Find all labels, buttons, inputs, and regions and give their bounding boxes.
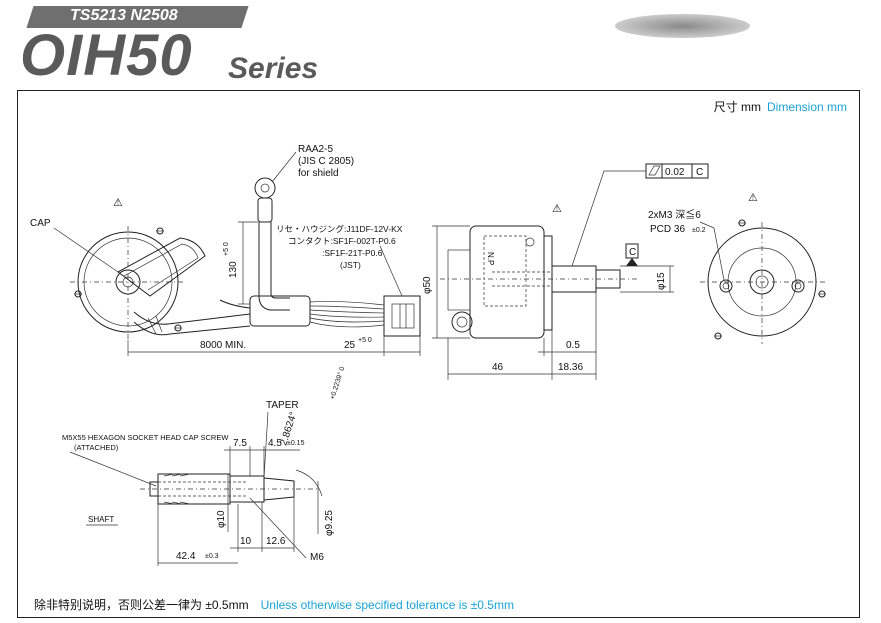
decorative-oval <box>615 14 750 38</box>
terminal-line-2: (JIS C 2805) <box>298 156 354 167</box>
pcd-tol: ±0.2 <box>692 227 706 234</box>
screw-spec: 2xM3 深≦6 <box>648 208 701 221</box>
flange-view: ⚠ 2xM3 深≦6 PCD 36 ±0.2 <box>648 192 826 344</box>
terminal-line-1: RAA2-5 <box>298 144 333 155</box>
dimension-unit-cn: 尺寸 mm <box>713 100 761 114</box>
dim-18-36: 18.36 <box>558 362 583 373</box>
cap-label: CAP <box>30 218 51 229</box>
screw-attached: (ATTACHED) <box>74 443 119 452</box>
cable-height-tol: +5 0 <box>223 242 230 256</box>
terminal-line-3: for shield <box>298 168 339 179</box>
flatness-value: 0.02 <box>665 167 685 178</box>
connector-contact-2: :SF1F-21T-P0.6 <box>322 248 383 258</box>
warning-icon-3: ⚠ <box>748 192 758 204</box>
left-motor-view: CAP ⚠ <box>30 197 251 340</box>
tolerance-note: 除非特别说明，否则公差一律为 ±0.5mm Unless otherwise sp… <box>34 596 514 613</box>
series-name: OIH50 <box>20 23 193 88</box>
dimension-unit: 尺寸 mm Dimension mm <box>714 98 847 115</box>
connector-contact-1: コンタクト:SF1F-002T-P0.6 <box>288 236 396 246</box>
taper-angle-tol: +0.2239° 0 <box>328 366 346 401</box>
side-view: ⚠ N.P φ50 φ15 C 0.02 C <box>422 163 709 380</box>
dim-4-5-tol: ±0.15 <box>287 440 305 447</box>
tolerance-note-en: Unless otherwise specified tolerance is … <box>260 598 514 612</box>
dim-phi10: φ10 <box>216 510 227 528</box>
flatness-datum: C <box>696 167 703 178</box>
product-code: TS5213 N2508 <box>70 7 178 24</box>
dim-7-5: 7.5 <box>233 438 247 449</box>
lead-length-dim: 25 <box>344 340 356 351</box>
dim-42-4: 42.4 <box>176 551 196 562</box>
taper-label: TAPER <box>266 400 299 411</box>
drawing-frame <box>17 90 860 618</box>
warning-icon-2: ⚠ <box>552 203 562 215</box>
shaft-diameter-dim: φ15 <box>656 272 667 290</box>
tolerance-note-cn: 除非特别说明，否则公差一律为 ±0.5mm <box>34 598 249 612</box>
nameplate: N.P <box>486 252 495 265</box>
shaft-view: M5X55 HEXAGON SOCKET HEAD CAP SCREW (ATT… <box>62 366 346 566</box>
dim-0-5: 0.5 <box>566 340 580 351</box>
dim-12-6: 12.6 <box>266 536 286 547</box>
pcd-label: PCD 36 <box>650 224 685 235</box>
dim-46: 46 <box>492 362 504 373</box>
dim-42-4-tol: ±0.3 <box>205 553 219 560</box>
dimension-unit-en: Dimension mm <box>766 100 847 114</box>
dim-phi9-25: φ9.25 <box>324 510 335 536</box>
thread-label: M6 <box>310 552 324 563</box>
connector-maker: (JST) <box>340 260 361 270</box>
lead-length-tol: +5 0 <box>358 337 372 344</box>
dim-10: 10 <box>240 536 252 547</box>
datum-label: C <box>629 247 636 258</box>
warning-icon-1: ⚠ <box>113 197 123 209</box>
screw-label: M5X55 HEXAGON SOCKET HEAD CAP SCREW <box>62 433 229 442</box>
cable-height-dim: 130 <box>228 261 239 278</box>
body-diameter-dim: φ50 <box>422 276 433 294</box>
series-word: Series <box>228 52 319 85</box>
cable-length-dim: 8000 MIN. <box>200 340 246 351</box>
dim-4-5: 4.5 <box>268 438 282 449</box>
connector-housing: リセ・ハウジング:J11DF-12V-KX <box>276 224 403 234</box>
shaft-label: SHAFT <box>88 515 114 524</box>
cable-assembly: RAA2-5 (JIS C 2805) for shield リセ・ハウジング:… <box>127 144 421 356</box>
